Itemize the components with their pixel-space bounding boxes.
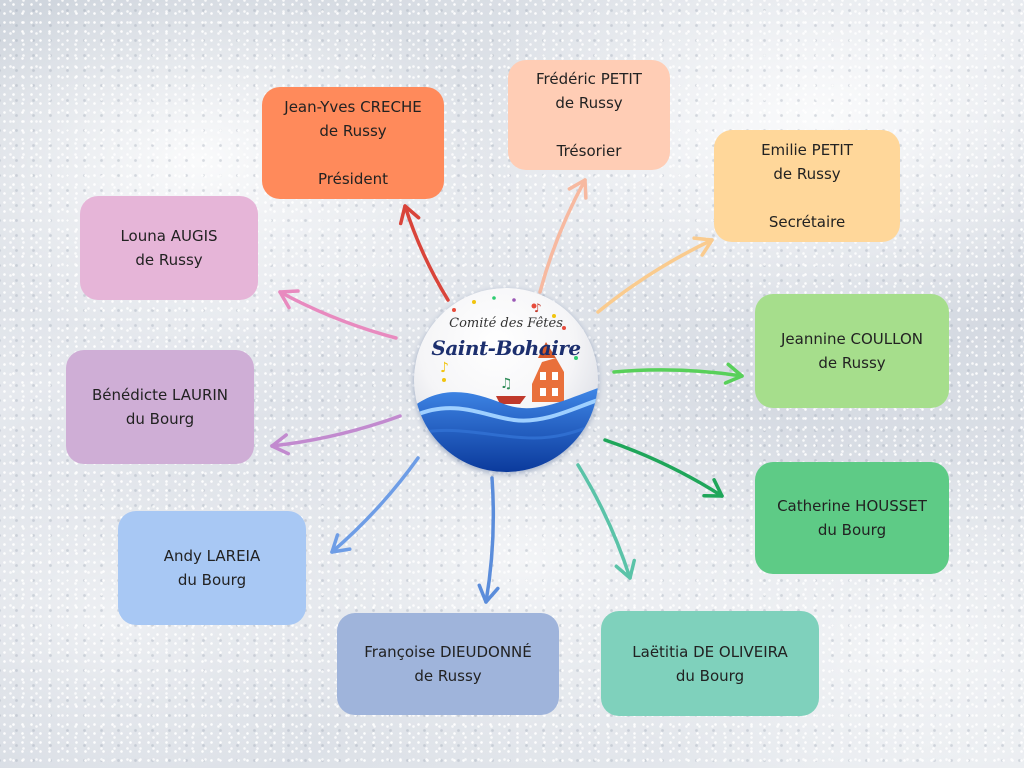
member-box-laetitia-de-oliveira: Laëtitia DE OLIVEIRA du Bourg (601, 611, 819, 716)
member-place: de Russy (414, 667, 482, 685)
arrow-jeannine-coullon (612, 362, 744, 385)
member-name: Jean-Yves CRECHE (284, 98, 422, 116)
member-name: Laëtitia DE OLIVEIRA (632, 642, 788, 661)
member-box-louna-augis: Louna AUGIS de Russy (80, 196, 258, 300)
member-name: Jeannine COULLON (781, 330, 923, 348)
member-box-catherine-housset: Catherine HOUSSET du Bourg (755, 462, 949, 574)
arrow-jean-yves-creche (398, 204, 450, 302)
member-name: Bénédicte LAURIN (91, 386, 229, 404)
logo-line-1: Comité des Fêtes (449, 316, 563, 331)
member-place: du Bourg (125, 410, 195, 428)
member-box-francoise-dieudonne: Françoise DIEUDONNÉ de Russy (337, 613, 559, 715)
arrow-catherine-housset (603, 438, 724, 498)
member-name: Catherine HOUSSET (777, 497, 927, 515)
member-name: Frédéric PETIT (536, 70, 642, 88)
arrow-andy-lareia (330, 456, 420, 554)
member-box-jeannine-coullon: Jeannine COULLON de Russy (755, 294, 949, 408)
member-place: du Bourg (817, 521, 887, 539)
member-place: de Russy (555, 94, 623, 112)
svg-text:♪: ♪ (440, 360, 449, 376)
member-role: Secrétaire (768, 213, 846, 231)
member-box-andy-lareia: Andy LAREIA du Bourg (118, 511, 306, 625)
logo-line-2: Saint-Bohaire (431, 336, 581, 360)
member-box-benedicte-laurin: Bénédicte LAURIN du Bourg (66, 350, 254, 464)
comite-des-fetes-logo-icon: ♪ ♫ ♪ (414, 288, 598, 472)
member-place: du Bourg (675, 666, 745, 685)
member-role: Trésorier (556, 142, 622, 160)
member-name: Françoise DIEUDONNÉ (364, 643, 532, 661)
member-place: de Russy (319, 122, 387, 140)
arrow-emilie-petit (596, 236, 714, 314)
member-place: de Russy (135, 251, 203, 269)
svg-text:♫: ♫ (500, 376, 513, 392)
member-name: Louna AUGIS (120, 227, 218, 245)
svg-text:♪: ♪ (534, 301, 542, 315)
arrow-louna-augis (278, 289, 398, 340)
arrow-francoise-dieudonne (477, 476, 500, 604)
member-name: Emilie PETIT (761, 141, 853, 159)
member-role: Président (318, 170, 388, 188)
member-place: de Russy (818, 354, 886, 372)
member-place: du Bourg (177, 571, 247, 589)
arrow-benedicte-laurin (270, 414, 402, 456)
member-name: Andy LAREIA (163, 547, 261, 565)
arrow-laetitia-de-oliveira (576, 463, 636, 580)
center-logo: ♪ ♫ ♪ Comité des Fêtes Saint-Bohaire (414, 288, 598, 472)
arrow-frederic-petit (538, 178, 588, 294)
member-place: de Russy (773, 165, 841, 183)
